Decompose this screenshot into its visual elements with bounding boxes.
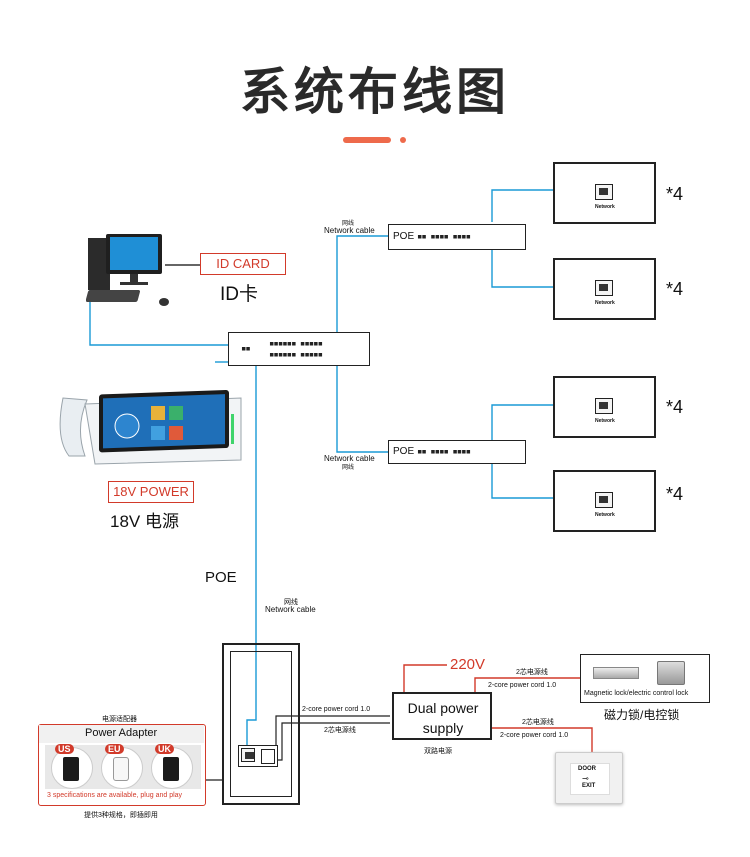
- cord-top-cn: 2芯电源线: [516, 669, 548, 676]
- cord-bottom-cn: 2芯电源线: [522, 719, 554, 726]
- cable-label-mid-cn: 网线: [342, 465, 355, 471]
- network-jack-2: [595, 280, 613, 296]
- poe-switch-upper-ports: ▪▪ ▪▪▪▪ ▪▪▪▪: [417, 232, 471, 242]
- exit-button: DOOR ⊸ EXIT: [555, 752, 623, 804]
- dual-power-title: Dual power supply: [407, 700, 479, 736]
- adapter-note: 3 specifications are available, plug and…: [47, 792, 183, 799]
- door-station-inner: [230, 651, 292, 797]
- network-jack-1: [595, 184, 613, 200]
- network-panel-4: Network: [553, 470, 656, 532]
- adapter-header: [39, 725, 204, 743]
- id-card-caption: ID卡: [220, 284, 259, 305]
- plug-uk-device: [163, 757, 179, 781]
- cord-left-en: 2-core power cord 1.0: [302, 706, 371, 713]
- network-panel-1: Network: [553, 162, 656, 224]
- exit-button-line2: EXIT: [582, 783, 596, 789]
- dual-power-caption: 双路电源: [424, 748, 452, 755]
- main-poe-switch: ▪▪ ▪▪▪▪▪▪ ▪▪▪▪▪ ▪▪▪▪▪▪ ▪▪▪▪▪: [228, 332, 370, 366]
- poe-switch-upper-label: POE: [393, 231, 415, 242]
- poe-switch-lower-label: POE: [393, 446, 415, 457]
- cord-top-en: 2-core power cord 1.0: [488, 682, 557, 689]
- network-panel-2: Network: [553, 258, 656, 320]
- plug-eu-device: [113, 757, 129, 781]
- key-icon: ⊸: [582, 774, 589, 783]
- dual-power-supply: Dual power supply: [392, 692, 492, 740]
- input-voltage-label: 220V: [450, 656, 486, 673]
- poe-switch-lower-ports: ▪▪ ▪▪▪▪ ▪▪▪▪: [417, 447, 471, 457]
- network-jack-label-1: Network: [595, 204, 615, 210]
- magnetic-lock-icon: [593, 667, 639, 679]
- title-underline-dot: [400, 137, 406, 143]
- network-jack-label-4: Network: [595, 512, 615, 518]
- plug-us-badge: US: [55, 744, 74, 754]
- id-card-label: ID CARD: [200, 253, 286, 275]
- cable-label-lower-cn: 网线: [284, 599, 298, 606]
- main-switch-ports-lower: ▪▪▪▪▪▪ ▪▪▪▪▪: [269, 350, 323, 360]
- network-jack-4: [595, 492, 613, 508]
- network-jack-label-3: Network: [595, 418, 615, 424]
- lock-caption: 磁力锁/电控锁: [604, 708, 680, 722]
- cable-label-top-en: Network cable: [324, 226, 375, 235]
- door-station-enclosure: [222, 643, 300, 805]
- lock-panel: Magnetic lock/electric control lock: [580, 654, 710, 703]
- computer-illustration: [85, 232, 172, 310]
- power-caption: 18V 电源: [110, 512, 179, 531]
- exit-button-face: [570, 763, 610, 795]
- poe-label: POE: [205, 569, 237, 586]
- network-jack-3: [595, 398, 613, 414]
- door-station-terminal: [238, 745, 278, 767]
- title-underline-bar: [343, 137, 391, 143]
- electric-lock-icon: [657, 661, 685, 685]
- network-jack-label-2: Network: [595, 300, 615, 306]
- adapter-title-cn: 电源适配器: [102, 716, 137, 723]
- plug-eu-badge: EU: [105, 744, 124, 754]
- cable-label-top-cn: 网线: [342, 221, 355, 227]
- poe-switch-upper: POE ▪▪ ▪▪▪▪ ▪▪▪▪: [388, 224, 526, 250]
- desk-phone-illustration: [55, 378, 247, 470]
- cord-bottom-en: 2-core power cord 1.0: [500, 732, 569, 739]
- panel-multiplier-2: *4: [666, 279, 684, 299]
- panel-multiplier-4: *4: [666, 484, 684, 504]
- cord-left-cn: 2芯电源线: [324, 727, 356, 734]
- page-title: 系统布线图: [240, 63, 510, 121]
- poe-switch-lower: POE ▪▪ ▪▪▪▪ ▪▪▪▪: [388, 440, 526, 464]
- network-panel-3: Network: [553, 376, 656, 438]
- plug-us-device: [63, 757, 79, 781]
- panel-multiplier-3: *4: [666, 397, 684, 417]
- exit-button-line1: DOOR: [578, 766, 596, 772]
- door-station-power-terminal: [261, 749, 275, 764]
- cable-label-lower-en: Network cable: [265, 605, 316, 614]
- lock-label: Magnetic lock/electric control lock: [584, 690, 689, 697]
- panel-multiplier-1: *4: [666, 184, 684, 204]
- door-station-rj45: [241, 748, 255, 762]
- main-switch-uplink-port: ▪▪: [241, 344, 251, 354]
- power-label: 18V POWER: [108, 481, 194, 503]
- plug-uk-badge: UK: [155, 744, 174, 754]
- main-switch-ports: ▪▪▪▪▪▪ ▪▪▪▪▪: [269, 339, 323, 349]
- power-adapter-panel: Power Adapter US EU UK 3 specifications …: [38, 724, 206, 806]
- adapter-title: Power Adapter: [85, 727, 158, 739]
- adapter-note-cn: 提供3种规格，即插即用: [84, 812, 158, 819]
- cable-label-mid-en: Network cable: [324, 454, 375, 463]
